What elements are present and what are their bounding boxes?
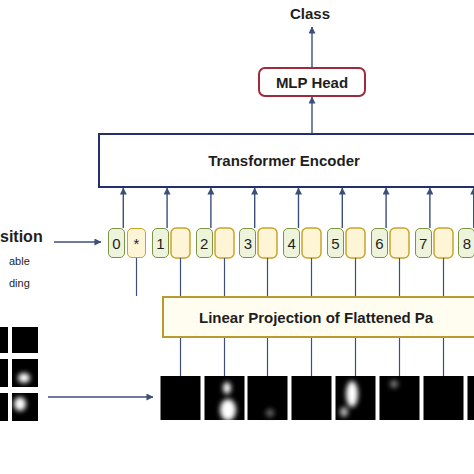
flow-arrow [385,188,386,228]
projection-box: Linear Projection of Flattened Pa [162,296,474,338]
grid-patch [0,327,8,353]
projection-line [355,258,356,296]
flow-arrow [166,188,167,228]
position-token: 6 [371,228,388,258]
projection-line [224,258,225,296]
silhouette-blob [266,409,274,417]
grid-silhouette [14,373,30,411]
silhouette-blob [223,382,231,394]
flow-arrow [473,188,474,228]
patch-embedding-token [434,228,453,258]
node-text: 4 [288,235,296,252]
embedding-caption: sition [0,228,43,246]
output-arrow [311,27,312,67]
projection-line [399,258,400,296]
patch-line [355,338,356,376]
patch-lines [181,338,444,376]
patch-row [161,376,474,421]
node-text: 1 [156,235,164,252]
patch-line [224,338,225,376]
embedding-caption: ding [9,277,30,289]
flow-arrow [311,97,312,133]
image-patch [424,376,464,420]
image-patch [292,376,332,420]
silhouette-blob [220,399,236,421]
grid-patch [0,393,8,421]
output-label: Class [290,5,330,22]
grid-patch [12,359,38,387]
node-text: 7 [419,235,427,252]
node-text: 8 [463,235,471,252]
position-token: 3 [239,228,256,258]
node-text: * [134,235,140,252]
head-box: MLP Head [258,67,366,97]
node-text: 2 [200,235,208,252]
patch-embedding-token [258,228,277,258]
patch-line [267,338,268,376]
patch-embedding-token [171,228,190,258]
flow-arrow [342,188,343,228]
silhouette [220,380,398,421]
position-token: 2 [196,228,213,258]
encoder-box: Transformer Encoder [98,133,474,188]
position-token: 0 [108,228,125,258]
image-patch [161,376,201,420]
patch-embedding-token [390,228,409,258]
grid-patch [12,393,38,421]
image-patch [336,376,376,420]
position-token: 4 [283,228,300,258]
node-text: Transformer Encoder [208,152,360,169]
flow-arrow [210,188,211,228]
position-token: 1 [152,228,169,258]
projection-lines [137,258,444,296]
patch-embedding-tokens [171,228,453,258]
flow-arrow [429,188,430,228]
node-text: 3 [244,235,252,252]
node-text: 5 [331,235,339,252]
image-patch [205,376,245,420]
input-arrow [48,396,153,397]
flow-arrow [254,188,255,228]
silhouette-blob [390,380,398,388]
silhouette-blob [346,381,358,407]
patch-line [443,338,444,376]
projection-line [180,258,181,296]
image-patch [380,376,420,420]
image-grid [0,327,38,421]
patch-embedding-token [302,228,321,258]
projection-line [267,258,268,296]
position-token: 8 [458,228,474,258]
grid-patch [0,359,8,387]
node-text: Linear Projection of Flattened Pa [199,309,433,326]
position-token: 5 [327,228,344,258]
image-patch [248,376,288,420]
patch-line [399,338,400,376]
silhouette-blob [18,373,30,383]
patch-embedding-token [215,228,234,258]
node-text: 0 [112,235,120,252]
pointer-arrow [54,241,101,242]
position-token: 7 [415,228,432,258]
image-patch [468,376,474,420]
projection-line [311,258,312,296]
flow-arrow [298,188,299,228]
embedding-caption: able [9,255,30,267]
node-text: 6 [375,235,383,252]
class-token: * [127,228,146,258]
patch-line [311,338,312,376]
silhouette-blob [14,397,26,411]
flow-arrow [123,188,124,228]
silhouette-blob [340,407,348,417]
projection-line [136,258,137,296]
patch-line [180,338,181,376]
patch-embedding-token [346,228,365,258]
node-text: MLP Head [276,74,348,91]
grid-patch [12,327,38,353]
projection-line [443,258,444,296]
